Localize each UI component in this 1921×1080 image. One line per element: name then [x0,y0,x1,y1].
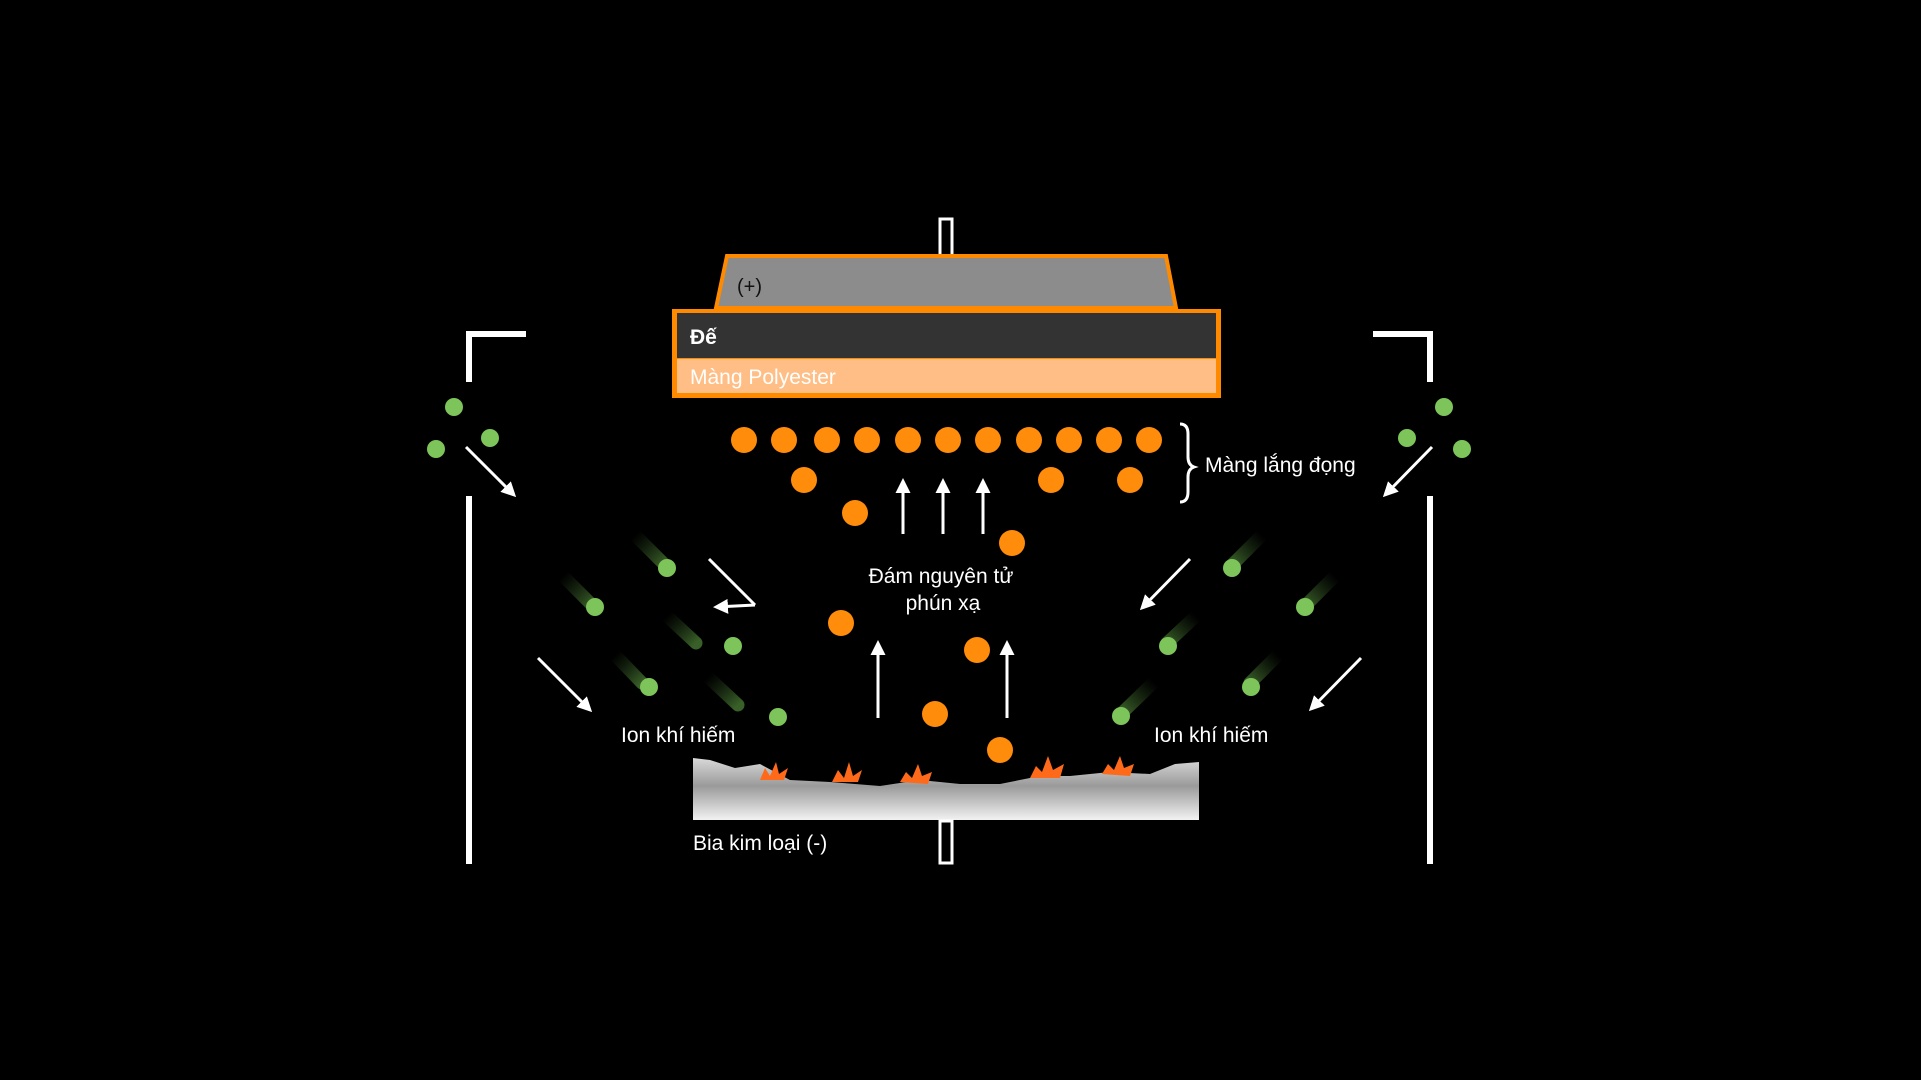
impact-spark-icon [760,762,788,780]
cathode-shaft [938,819,954,865]
deposited-atom [975,427,1001,453]
ion-trail [556,569,599,612]
reflection-line [707,557,757,607]
sputtered-atom-icon [791,467,817,493]
ion-trail [628,528,671,571]
arrow-icon [1308,656,1363,712]
arrow-icon [713,598,756,614]
arrow-icon [536,656,593,713]
impact-spark-icon [900,764,932,784]
diagonal-arrows [464,445,1434,713]
ion-particle-icon [1296,598,1314,616]
ion-trail [660,609,703,650]
deposited-atom [1056,427,1082,453]
ion-particle-icon [445,398,463,416]
ion-trail [608,648,649,690]
anode-holder [713,254,1179,310]
polyester-label: Màng Polyester [690,366,836,389]
ion-particle-icon [1159,637,1177,655]
ion-particle-icon [724,637,742,655]
sputtered-atom-icon [842,500,868,526]
ion-particle-icon [1435,398,1453,416]
polyester-layer [677,359,1216,393]
deposited-atom [731,427,757,453]
sputtered-atom-icon [999,530,1025,556]
impact-spark-icon [1030,756,1064,778]
sputtered-cloud-label-line2: phún xạ [906,592,981,615]
deposited-atom [814,427,840,453]
sputtered-atom-icon [987,737,1013,763]
chamber-walls [466,331,1433,864]
sputtered-atom-icon [922,701,948,727]
ion-particle-icon [658,559,676,577]
deposited-film-bracket [1179,422,1199,504]
anode-label: (+) [737,276,762,298]
sputtered-cloud-label-line1: Đám nguyên tử [869,565,1014,588]
ion-trail [701,670,745,712]
arrow-icon [1139,557,1192,611]
deposited-atom [1136,427,1162,453]
arrow-icon [464,445,517,498]
deposited-atom [935,427,961,453]
chamber-left-top-corner [466,331,526,382]
deposited-atom [854,427,880,453]
deposited-atom [895,427,921,453]
ion-trails-left [556,528,745,712]
ion-particle-icon [1398,429,1416,447]
sputtered-atoms [791,467,1143,763]
ion-particle-icon [1112,707,1130,725]
deposited-atom [1096,427,1122,453]
impact-spark-icon [1102,756,1134,776]
ion-particle-icon [1223,559,1241,577]
deposited-film-atoms [731,427,1162,453]
ion-particle-icon [586,598,604,616]
ion-trail [1116,675,1161,719]
metal-target [693,758,1199,820]
ion-trail [1243,648,1285,690]
ion-particle-icon [1242,678,1260,696]
chamber-right-top-corner [1373,331,1433,382]
deposited-atom [771,427,797,453]
substrate-label: Đế [690,326,717,349]
impact-spark-icon [832,762,862,782]
deposited-atom [1016,427,1042,453]
sputtered-atom-icon [964,637,990,663]
noble-gas-ions [427,398,1471,726]
impact-sparks [760,756,1134,784]
ion-particle-icon [640,678,658,696]
anode-shaft [938,217,954,261]
upward-arrows [870,478,1015,718]
ion-particle-icon [1453,440,1471,458]
target-label: Bia kim loại (-) [693,832,827,855]
sputtered-atom-icon [1038,467,1064,493]
ion-label-left: Ion khí hiếm [621,724,735,747]
ion-particle-icon [481,429,499,447]
ion-particle-icon [427,440,445,458]
ion-label-right: Ion khí hiếm [1154,724,1268,747]
ion-particle-icon [769,708,787,726]
sputtered-atom-icon [828,610,854,636]
arrow-icon [1382,445,1434,498]
substrate-layer [677,313,1216,358]
sputtered-atom-icon [1117,467,1143,493]
ion-trail [1226,528,1269,571]
deposited-film-label: Màng lắng đọng [1205,454,1356,477]
